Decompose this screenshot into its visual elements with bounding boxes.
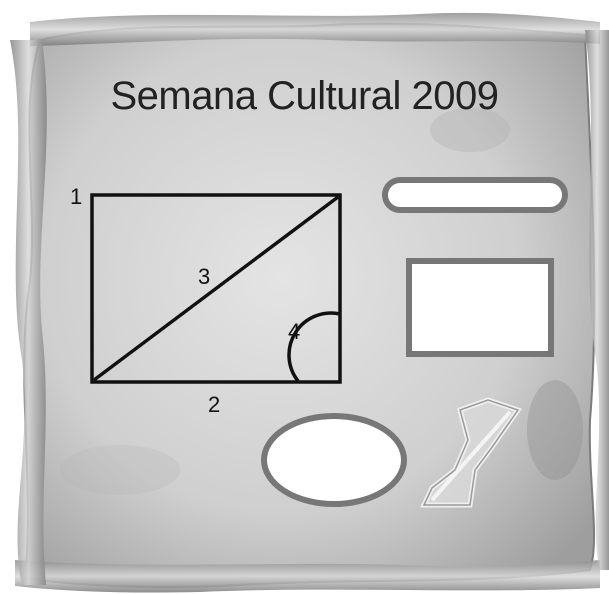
- stain: [430, 108, 510, 152]
- label-corner: 1: [70, 184, 83, 209]
- zigzag-outline-inner: [422, 399, 520, 506]
- diagram-angle-arc: [287, 311, 341, 383]
- stain: [60, 445, 180, 495]
- label-diagonal: 3: [198, 264, 211, 289]
- label-angle: 4: [288, 319, 301, 344]
- scroll-roll-right: [585, 30, 609, 570]
- label-base: 2: [208, 392, 221, 417]
- diagram-diagonal: [92, 195, 340, 382]
- ellipse-frame: [261, 413, 407, 507]
- zigzag-diagonal: [430, 410, 512, 502]
- scroll-roll-left: [10, 40, 47, 585]
- rounded-bar-frame: [382, 177, 568, 213]
- stain: [527, 380, 583, 480]
- diagram-rectangle: [90, 193, 342, 384]
- scroll-roll-bottom: [15, 560, 600, 593]
- page-title: Semana Cultural 2009: [110, 74, 499, 118]
- rectangle-frame: [406, 258, 554, 357]
- scroll-roll-top: [30, 12, 600, 47]
